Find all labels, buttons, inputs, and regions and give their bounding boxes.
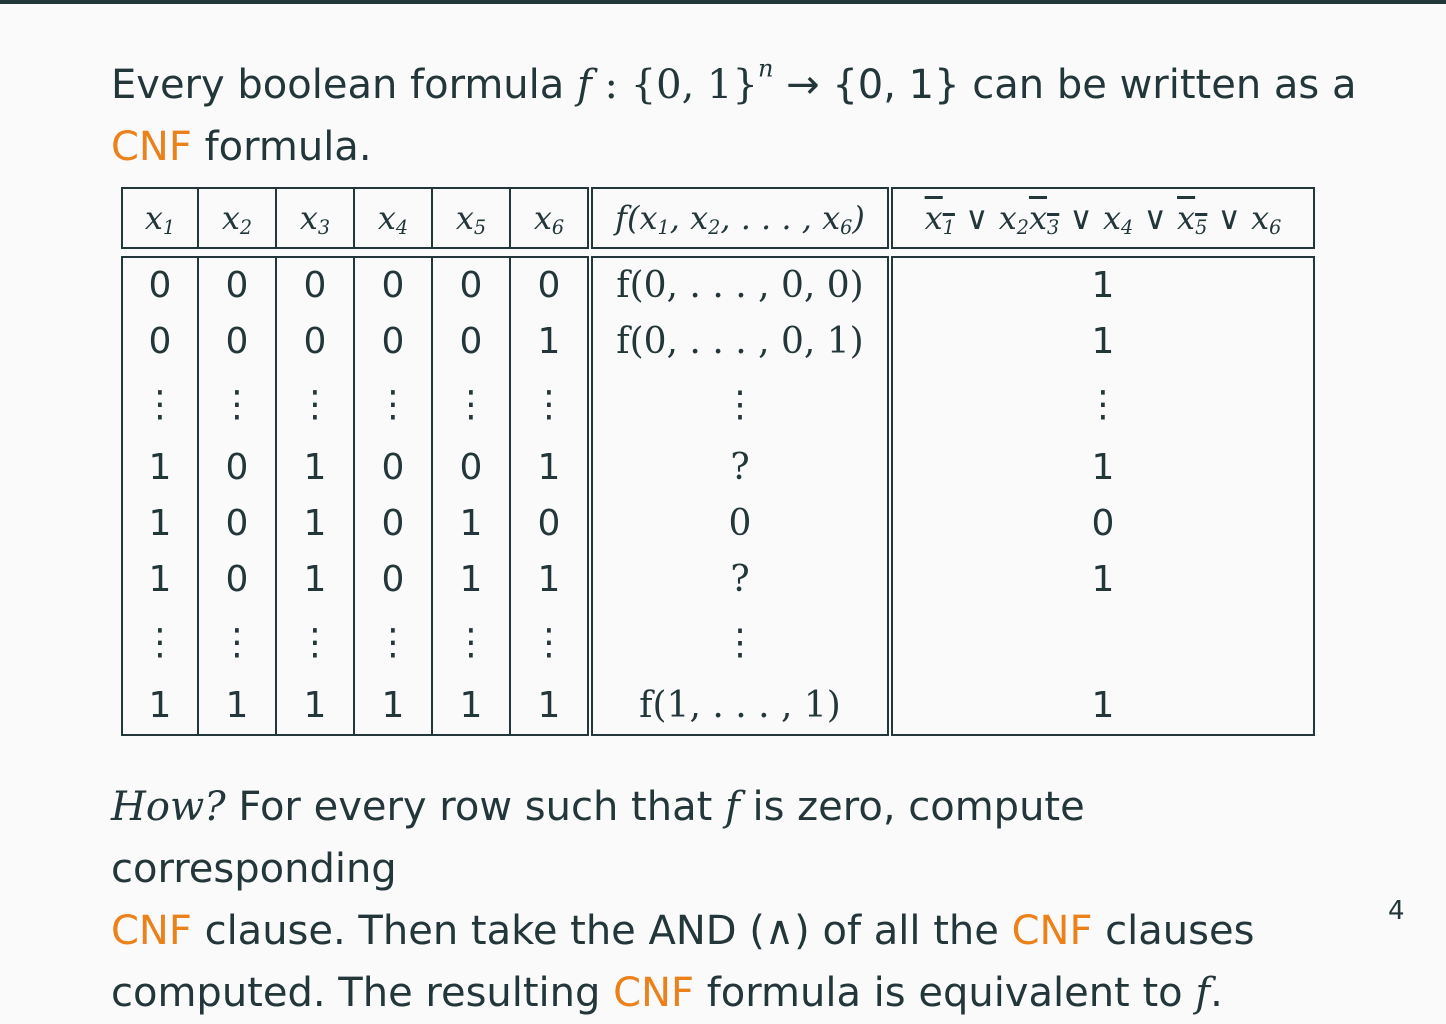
header-x5: x5 (431, 187, 511, 249)
cell-x5: 1 (431, 552, 511, 608)
header-x1: x1 (121, 187, 199, 249)
cell-x6: ⋮ (509, 370, 593, 440)
cell-clause: 0 (889, 496, 1315, 552)
cell-x5: ⋮ (431, 370, 511, 440)
cell-x4: 0 (353, 440, 433, 496)
table-header-row: x1 x2 x3 x4 x5 x6 f(x1, x2, . . . , x6) … (121, 187, 1315, 249)
cell-clause: 1 (889, 440, 1315, 496)
intro-paragraph: Every boolean formula f : {0, 1}n → {0, … (111, 54, 1357, 170)
cell-f: 0 (589, 496, 893, 552)
header-x2: x2 (197, 187, 277, 249)
header-clause: x1 ∨ x2x3 ∨ x4 ∨ x5 ∨ x6 (889, 187, 1315, 249)
header-x4: x4 (353, 187, 433, 249)
cell-clause (889, 608, 1315, 678)
header-f: f(x1, x2, . . . , x6) (589, 187, 893, 249)
cell-x3: 1 (275, 552, 355, 608)
explanation-paragraph: How? For every row such that f is zero, … (111, 784, 1255, 1016)
cell-x3: 1 (275, 678, 355, 736)
cell-x4: 0 (353, 552, 433, 608)
cnf-term: CNF (111, 908, 192, 954)
cell-clause: 1 (889, 552, 1315, 608)
cell-f: ? (589, 440, 893, 496)
cell-x5: 1 (431, 496, 511, 552)
cell-f: ⋮ (589, 370, 893, 440)
cnf-term: CNF (613, 970, 694, 1016)
cell-x4: 0 (353, 496, 433, 552)
cell-x2: 0 (197, 496, 277, 552)
cnf-term: CNF (1011, 908, 1093, 954)
cell-clause: 1 (889, 678, 1315, 736)
cell-x4: 0 (353, 256, 433, 314)
cnf-term: CNF (111, 124, 192, 170)
cell-x6: 1 (509, 440, 593, 496)
cell-x3: 0 (275, 314, 355, 370)
cell-x3: 1 (275, 496, 355, 552)
cell-f: ⋮ (589, 608, 893, 678)
cell-clause: 1 (889, 314, 1315, 370)
cell-x5: 0 (431, 314, 511, 370)
cell-f: f(1, . . . , 1) (589, 678, 893, 736)
page-number: 4 (1388, 896, 1405, 926)
cell-x2: 1 (197, 678, 277, 736)
cell-x1: 1 (121, 496, 199, 552)
cell-clause: ⋮ (889, 370, 1315, 440)
cell-x3: 1 (275, 440, 355, 496)
cell-x5: 0 (431, 256, 511, 314)
cell-x3: 0 (275, 256, 355, 314)
cell-x2: 0 (197, 440, 277, 496)
cell-f: f(0, . . . , 0, 1) (589, 314, 893, 370)
cell-x2: ⋮ (197, 370, 277, 440)
cell-x1: 1 (121, 552, 199, 608)
table-row: ⋮⋮⋮⋮⋮⋮⋮⋮ (121, 370, 1315, 440)
cell-x5: ⋮ (431, 608, 511, 678)
cell-x1: ⋮ (121, 608, 199, 678)
header-x6: x6 (509, 187, 593, 249)
header-x3: x3 (275, 187, 355, 249)
cell-x4: ⋮ (353, 608, 433, 678)
cell-x5: 0 (431, 440, 511, 496)
cell-x6: ⋮ (509, 608, 593, 678)
cell-x6: 1 (509, 314, 593, 370)
cell-x4: ⋮ (353, 370, 433, 440)
cell-x5: 1 (431, 678, 511, 736)
cell-x1: 1 (121, 678, 199, 736)
cell-x2: 0 (197, 552, 277, 608)
top-rule (0, 0, 1446, 4)
cell-x2: 0 (197, 314, 277, 370)
cell-x1: 0 (121, 314, 199, 370)
cell-x6: 0 (509, 256, 593, 314)
cell-clause: 1 (889, 256, 1315, 314)
cell-x3: ⋮ (275, 608, 355, 678)
cell-f: ? (589, 552, 893, 608)
cell-f: f(0, . . . , 0, 0) (589, 256, 893, 314)
table-row: ⋮⋮⋮⋮⋮⋮⋮ (121, 608, 1315, 678)
cell-x4: 1 (353, 678, 433, 736)
cell-x3: ⋮ (275, 370, 355, 440)
cell-x1: ⋮ (121, 370, 199, 440)
cell-x1: 0 (121, 256, 199, 314)
cell-x6: 1 (509, 552, 593, 608)
cell-x6: 0 (509, 496, 593, 552)
cell-x2: 0 (197, 256, 277, 314)
cell-x4: 0 (353, 314, 433, 370)
cell-x6: 1 (509, 678, 593, 736)
truth-table: x1 x2 x3 x4 x5 x6 f(x1, x2, . . . , x6) … (121, 187, 1315, 736)
cell-x1: 1 (121, 440, 199, 496)
cell-x2: ⋮ (197, 608, 277, 678)
